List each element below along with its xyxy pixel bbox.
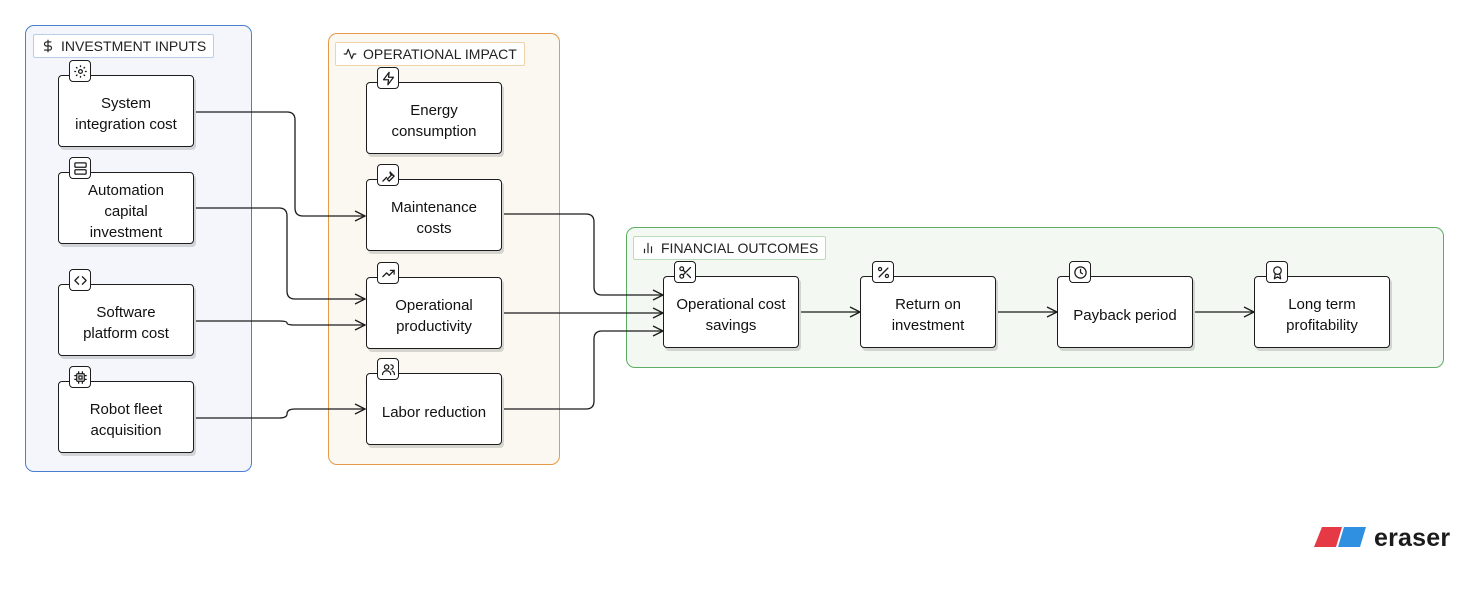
- bar-chart-icon: [643, 242, 653, 254]
- brand-name: eraser: [1374, 523, 1451, 552]
- automation-capital-investment-node[interactable]: Automation capital investment: [58, 172, 194, 244]
- node-label: Return on investment: [891, 296, 965, 334]
- activity-icon: [343, 48, 357, 60]
- investment-inputs-title: INVESTMENT INPUTS: [61, 38, 207, 54]
- node-label: Long term profitability: [1286, 296, 1358, 334]
- users-icon: [377, 358, 399, 380]
- payback-period-node[interactable]: Payback period: [1057, 276, 1193, 348]
- gear-icon: [69, 60, 91, 82]
- maintenance-costs-node[interactable]: Maintenance costs: [366, 179, 502, 251]
- system-integration-cost-node[interactable]: System integration cost: [58, 75, 194, 147]
- operational-impact-label: OPERATIONAL IMPACT: [335, 42, 525, 66]
- eraser-logo: eraser: [1314, 523, 1450, 553]
- node-label: Maintenance costs: [391, 199, 477, 237]
- scissors-icon: [674, 261, 696, 283]
- clock-icon: [1069, 261, 1091, 283]
- node-label: Labor reduction: [381, 403, 487, 421]
- eraser-logo-icon: [1314, 527, 1366, 547]
- node-label: Operational cost savings: [676, 296, 786, 334]
- robot-fleet-acquisition-node[interactable]: Robot fleet acquisition: [58, 381, 194, 453]
- code-icon: [69, 269, 91, 291]
- node-label: Payback period: [1073, 306, 1177, 324]
- lightning-icon: [377, 67, 399, 89]
- energy-consumption-node[interactable]: Energy consumption: [366, 82, 502, 154]
- operational-productivity-node[interactable]: Operational productivity: [366, 277, 502, 349]
- percent-icon: [872, 261, 894, 283]
- node-label: Automation capital investment: [88, 181, 164, 241]
- trending-up-icon: [377, 262, 399, 284]
- node-label: Software platform cost: [83, 304, 169, 342]
- node-label: Operational productivity: [395, 297, 473, 335]
- return-on-investment-node[interactable]: Return on investment: [860, 276, 996, 348]
- software-platform-cost-node[interactable]: Software platform cost: [58, 284, 194, 356]
- operational-cost-savings-node[interactable]: Operational cost savings: [663, 276, 799, 348]
- server-icon: [69, 157, 91, 179]
- award-icon: [1266, 261, 1288, 283]
- dollar-icon: [43, 39, 53, 53]
- labor-reduction-node[interactable]: Labor reduction: [366, 373, 502, 445]
- long-term-profitability-node[interactable]: Long term profitability: [1254, 276, 1390, 348]
- node-label: System integration cost: [75, 95, 177, 133]
- financial-outcomes-label: FINANCIAL OUTCOMES: [633, 236, 827, 260]
- wrench-icon: [377, 164, 399, 186]
- investment-inputs-label: INVESTMENT INPUTS: [33, 34, 215, 58]
- cpu-icon: [69, 366, 91, 388]
- operational-impact-title: OPERATIONAL IMPACT: [363, 46, 517, 62]
- node-label: Robot fleet acquisition: [89, 401, 163, 439]
- node-label: Energy consumption: [391, 102, 477, 140]
- financial-outcomes-title: FINANCIAL OUTCOMES: [661, 240, 819, 256]
